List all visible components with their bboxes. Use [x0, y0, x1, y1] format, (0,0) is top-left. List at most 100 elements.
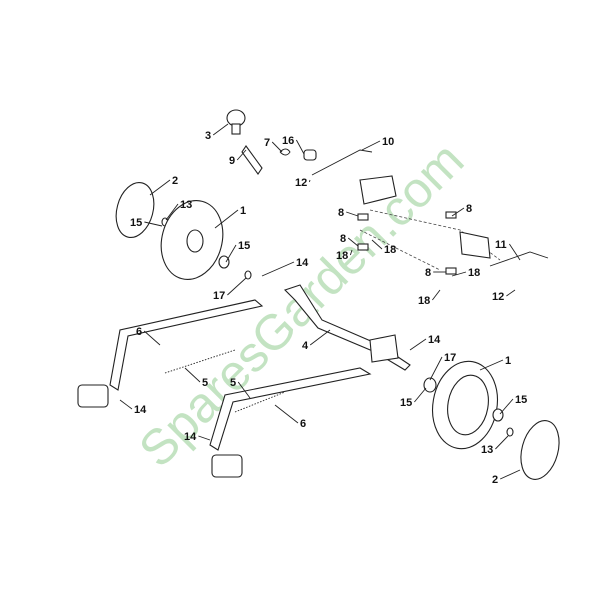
leader-line [479, 359, 504, 371]
callout-number: 7 [264, 137, 270, 149]
callout-number: 3 [205, 130, 211, 142]
leader-line [500, 469, 521, 480]
leader-line [347, 237, 359, 247]
leader-line [274, 404, 299, 424]
callout-number: 8 [338, 207, 344, 219]
callout-14: 14 [119, 399, 147, 416]
hubcap-right [520, 420, 560, 480]
callout-15: 15 [499, 394, 527, 415]
callout-9: 9 [229, 149, 247, 167]
callout-8: 8 [338, 207, 359, 219]
leader-line [212, 123, 229, 136]
leader-line [227, 277, 247, 296]
callout-8: 8 [340, 233, 359, 247]
adjust-bracket-lower [459, 231, 491, 259]
callout-number: 18 [468, 267, 480, 279]
callout-number: 15 [400, 397, 412, 409]
callout-14: 14 [261, 257, 309, 277]
callout-18: 18 [336, 249, 353, 262]
callout-number: 18 [336, 250, 348, 262]
callout-number: 14 [428, 334, 441, 346]
callout-number: 15 [130, 217, 142, 229]
bearing-right [423, 377, 437, 393]
leader-line [119, 399, 133, 410]
front-bracket-right [211, 454, 243, 478]
callout-10: 10 [361, 136, 394, 151]
callout-5: 5 [230, 377, 251, 399]
callout-number: 8 [466, 203, 472, 215]
callout-16: 16 [282, 135, 305, 155]
callout-number: 5 [202, 377, 208, 389]
callout-number: 14 [134, 404, 147, 416]
leader-line [225, 244, 237, 263]
spring-clip [279, 148, 291, 156]
callout-number: 16 [282, 135, 294, 147]
leader-line [499, 398, 514, 415]
leader-line [237, 381, 251, 399]
callout-number: 13 [481, 444, 493, 456]
callout-number: 1 [240, 205, 246, 217]
callout-4: 4 [302, 329, 331, 352]
callout-number: 12 [492, 291, 504, 303]
leader-line [346, 211, 359, 217]
callout-1: 1 [214, 205, 246, 229]
callout-number: 5 [230, 377, 236, 389]
leader-line [349, 249, 353, 256]
callout-7: 7 [264, 137, 283, 153]
callout-15: 15 [400, 387, 427, 409]
callout-15: 15 [225, 240, 250, 263]
callout-18: 18 [418, 289, 441, 307]
callout-18: 18 [371, 239, 396, 256]
callout-12: 12 [492, 289, 516, 303]
leader-line [429, 356, 443, 381]
leader-line [509, 243, 521, 261]
leader-line [414, 387, 427, 403]
leader-line [451, 271, 467, 277]
bearing [218, 255, 230, 269]
callout-number: 8 [340, 233, 346, 245]
leader-line [451, 207, 465, 217]
callout-number: 4 [302, 340, 309, 352]
callout-number: 9 [229, 155, 235, 167]
callout-14: 14 [409, 334, 441, 351]
front-bracket-left [77, 384, 109, 408]
callout-3: 3 [205, 123, 229, 142]
leader-line [361, 140, 381, 151]
callout-11: 11 [495, 239, 521, 261]
callout-17: 17 [213, 277, 247, 302]
callout-5: 5 [184, 367, 208, 389]
callout-15: 15 [130, 217, 163, 229]
leader-line [506, 289, 516, 297]
callout-1: 1 [479, 355, 511, 371]
bush [303, 149, 317, 161]
callout-number: 12 [295, 177, 307, 189]
adjust-lever [241, 145, 263, 175]
callout-13: 13 [481, 435, 509, 456]
callout-number: 2 [172, 175, 178, 187]
callout-number: 6 [136, 326, 142, 338]
leader-line [409, 338, 427, 351]
callout-6: 6 [136, 326, 161, 346]
callout-18: 18 [451, 267, 480, 279]
callout-number: 2 [492, 474, 498, 486]
leader-line [165, 203, 179, 221]
callout-12: 12 [295, 177, 311, 189]
callout-17: 17 [429, 352, 456, 381]
leader-line [184, 367, 201, 383]
rear-link-right [209, 367, 372, 451]
callout-8: 8 [451, 203, 472, 217]
leader-line [144, 221, 163, 227]
hubcap-left [115, 182, 155, 238]
callout-14: 14 [184, 431, 211, 443]
callout-6: 6 [274, 404, 306, 430]
callout-number: 10 [382, 136, 394, 148]
leader-line [308, 179, 311, 183]
callout-number: 6 [300, 418, 306, 430]
leader-line [309, 329, 331, 346]
callout-number: 1 [505, 355, 511, 367]
callout-number: 18 [384, 244, 396, 256]
callout-number: 17 [213, 290, 225, 302]
callout-8: 8 [425, 267, 446, 279]
